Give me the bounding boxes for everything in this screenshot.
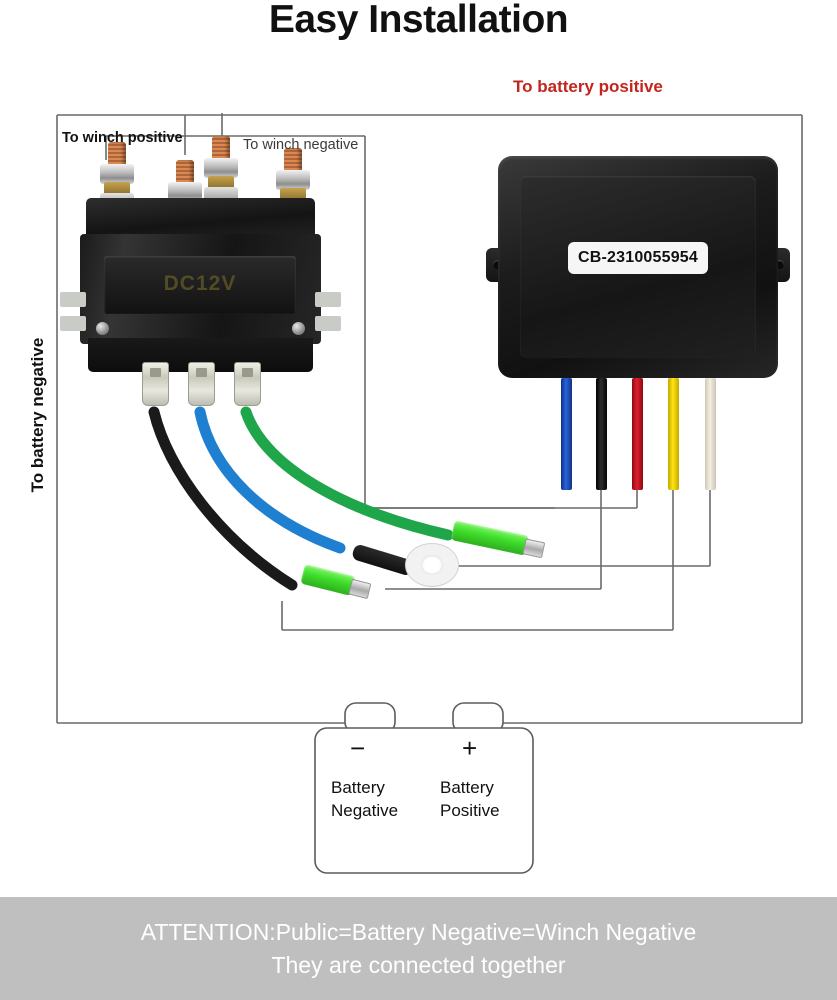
control-wire-blue <box>561 378 572 490</box>
attention-banner-line1: ATTENTION:Public=Battery Negative=Winch … <box>140 918 697 945</box>
solenoid-mount-tab-tl <box>60 292 86 307</box>
battery-negative-label: Battery Negative <box>331 776 398 822</box>
battery-negative-sign: − <box>350 733 366 763</box>
control-box-serial-label: CB-2310055954 <box>568 242 708 274</box>
winch-solenoid-contactor: DC12V <box>60 136 341 406</box>
solenoid-housing: DC12V <box>80 234 321 344</box>
battery-negative-label-line1: Battery <box>331 778 385 797</box>
control-wire-yellow <box>668 378 679 490</box>
control-wire-white <box>705 378 716 490</box>
solenoid-mount-tab-br <box>315 316 341 331</box>
battery-positive-label-line1: Battery <box>440 778 494 797</box>
battery-negative-label-line2: Negative <box>331 801 399 820</box>
solenoid-voltage-text: DC12V <box>163 272 237 295</box>
solenoid-spade-2 <box>188 362 215 406</box>
attention-banner-line2: They are connected together <box>271 951 566 978</box>
solenoid-mount-tab-bl <box>60 316 86 331</box>
control-wire-red <box>632 378 643 490</box>
battery-positive-sign: + <box>462 733 478 763</box>
battery-positive-label-line2: Positive <box>440 801 500 820</box>
battery-body <box>314 727 534 874</box>
solenoid-spade-1 <box>142 362 169 406</box>
solenoid-screw-right <box>292 322 305 335</box>
label-to-battery-positive: To battery positive <box>513 77 663 96</box>
label-to-winch-negative: To winch negative <box>243 137 359 153</box>
solenoid-nameplate: DC12V <box>104 256 296 314</box>
control-wire-black <box>596 378 607 490</box>
control-box-shell: CB-2310055954 <box>498 156 778 378</box>
attention-banner: ATTENTION:Public=Battery Negative=Winch … <box>0 897 837 1000</box>
solenoid-spade-3 <box>234 362 261 406</box>
wireless-control-receiver: CB-2310055954 <box>486 156 790 378</box>
page-title: Easy Installation <box>268 0 569 41</box>
battery-positive-label: Battery Positive <box>440 776 500 822</box>
solenoid-screw-left <box>96 322 109 335</box>
ring-terminal <box>405 543 459 587</box>
solenoid-mount-tab-tr <box>315 292 341 307</box>
label-to-winch-positive: To winch positive <box>62 130 183 146</box>
